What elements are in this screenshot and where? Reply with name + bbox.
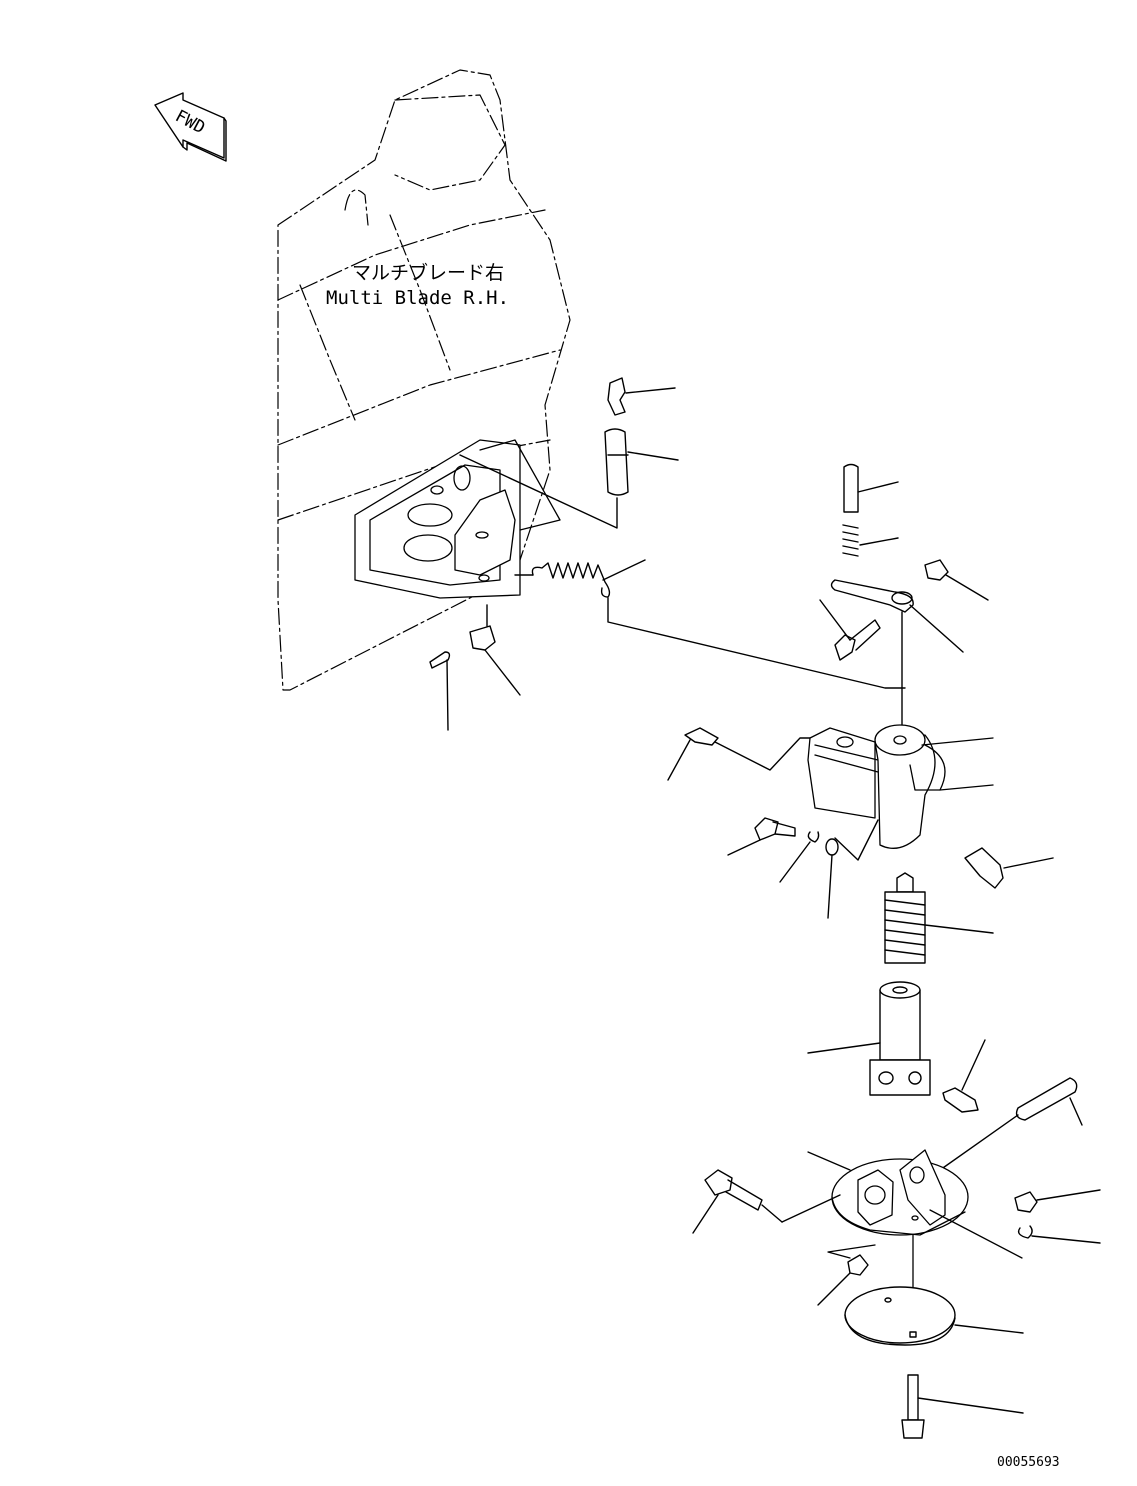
cover-disc: [845, 1287, 1023, 1345]
fwd-arrow-icon: FWD: [155, 93, 226, 161]
turntable-plate: [808, 1150, 1022, 1325]
plate-nut: [1015, 1190, 1100, 1212]
blade-label-en: Multi Blade R.H.: [326, 287, 509, 309]
column: [808, 982, 930, 1095]
hinge-pin: [460, 429, 678, 528]
turntable-pin: [940, 1078, 1082, 1170]
multi-blade-outline: [278, 70, 570, 690]
lever-nut: [925, 560, 988, 600]
detent-spring: [843, 525, 898, 556]
blade-label-jp: マルチブレード右: [352, 261, 504, 284]
pivot-housing: [808, 725, 993, 848]
roll-pin: [668, 728, 810, 780]
housing-bolt: [728, 818, 795, 855]
washer: [826, 820, 878, 918]
lever-bolt: [820, 600, 880, 660]
bracket-nut: [470, 605, 520, 695]
hinge-bracket: [355, 440, 560, 598]
grease-fitting-top: [608, 378, 675, 415]
cotter-pin: [430, 652, 449, 730]
snap-ring: [780, 832, 819, 882]
threaded-shaft: [885, 873, 993, 963]
detent-pin: [844, 465, 898, 513]
grease-fitting-side: [943, 1040, 985, 1112]
plate-bolt: [693, 1170, 840, 1233]
lower-nut: [818, 1255, 868, 1305]
drawing-number: 00055693: [997, 1455, 1060, 1470]
elbow-grease-fitting: [965, 848, 1053, 888]
tension-spring: [515, 560, 905, 688]
lock-lever: [832, 580, 964, 725]
bottom-bolt: [902, 1375, 1023, 1438]
plate-snap-ring: [1019, 1226, 1100, 1243]
